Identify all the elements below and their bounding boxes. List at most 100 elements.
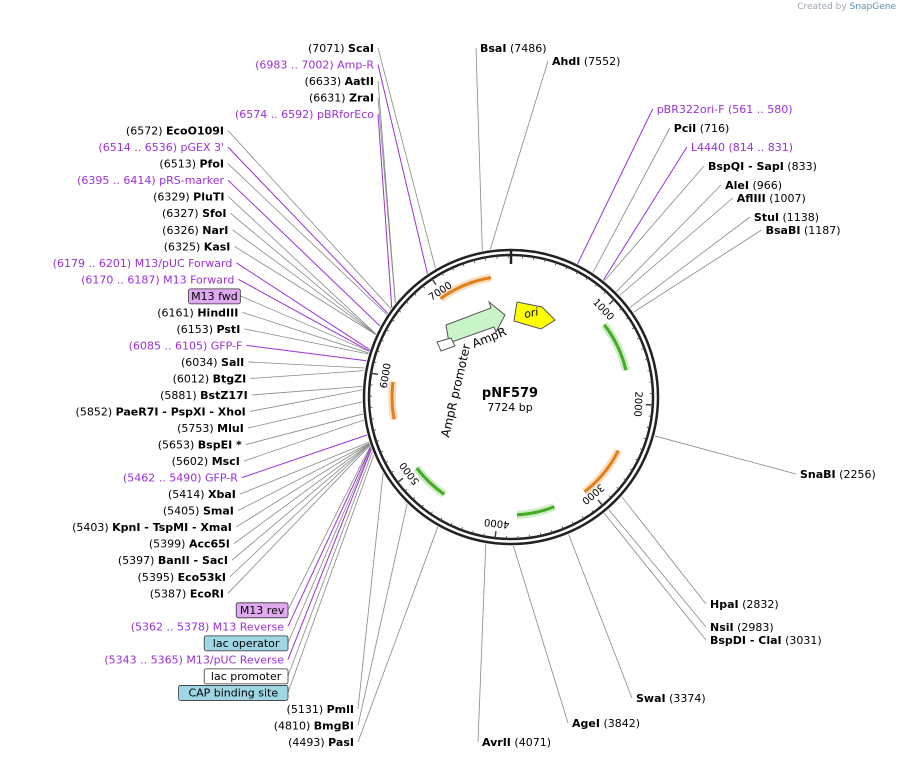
ori-feature-arrow[interactable] [513, 301, 556, 330]
restriction-site-label[interactable]: (6161) HindIII [157, 306, 238, 319]
site-name: ZraI [349, 92, 374, 105]
restriction-site-label[interactable]: (5414) XbaI [168, 488, 236, 501]
restriction-site-label[interactable]: (4493) PasI [288, 736, 354, 749]
site-position: (5131) [287, 703, 324, 716]
restriction-site-label[interactable]: BspQI - SapI (833) [708, 160, 817, 173]
leader-line [377, 47, 436, 269]
primer-label[interactable]: (6170 .. 6187) M13 Forward [81, 273, 234, 286]
leader-line [234, 245, 376, 335]
feature-box[interactable] [188, 288, 241, 305]
primer-label[interactable]: (6179 .. 6201) M13/pUC Forward [53, 257, 233, 270]
site-name: BstZ17I [200, 389, 248, 402]
restriction-site-label[interactable]: (6329) PluTI [153, 191, 224, 204]
primer-label[interactable]: (6514 .. 6536) pGEX 3' [98, 141, 224, 154]
leader-line [229, 444, 371, 578]
restriction-site-label[interactable]: (5403) KpnI - TspMI - XmaI [72, 521, 232, 534]
restriction-site-label[interactable]: PciI (716) [674, 122, 730, 135]
ruler-tick [629, 468, 633, 471]
ruler-tick [494, 531, 497, 539]
primer-label[interactable]: L4440 (814 .. 831) [691, 141, 793, 154]
ampr-feature-arrow[interactable] [445, 300, 506, 344]
restriction-site-label[interactable]: (6572) EcoO109I [126, 125, 224, 138]
ruler-tick [413, 292, 417, 296]
restriction-site-label[interactable]: (4810) BmgBI [274, 719, 354, 732]
ruler-tick [385, 329, 389, 332]
site-position: (3842) [603, 717, 640, 730]
restriction-site-label[interactable]: (5753) MluI [177, 422, 244, 435]
restriction-site-label[interactable]: SnaBI (2256) [800, 468, 876, 481]
restriction-site-label[interactable]: (5881) BstZ17I [160, 389, 248, 402]
restriction-site-label[interactable]: (5131) PmlI [287, 703, 354, 716]
ruler-tick [461, 527, 463, 531]
leader-line [250, 370, 365, 379]
restriction-site-label[interactable]: HpaI (2832) [710, 598, 779, 611]
primer-label[interactable]: (6085 .. 6105) GFP-F [129, 339, 243, 352]
restriction-site-label[interactable]: (5653) BspEI * [158, 439, 242, 452]
restriction-site-label[interactable]: (5405) SmaI [163, 505, 234, 518]
restriction-site-label[interactable]: BspDI - ClaI (3031) [710, 634, 822, 647]
restriction-site-label[interactable]: (6633) AatII [305, 75, 374, 88]
ruler-tick [397, 477, 404, 483]
restriction-site-label[interactable]: AleI (966) [725, 179, 782, 192]
inner-feature-arc[interactable] [439, 276, 492, 300]
site-name: PasI [328, 736, 354, 749]
restriction-site-label[interactable]: (5397) BanII - SacI [118, 554, 228, 567]
restriction-site-label[interactable]: (6513) PfoI [159, 158, 224, 171]
site-position: (1138) [783, 211, 820, 224]
ruler-tick [597, 499, 604, 506]
site-name: HpaI [710, 598, 739, 611]
inner-feature-arc[interactable] [390, 381, 396, 420]
leader-line [227, 163, 388, 315]
restriction-site-label[interactable]: (7071) ScaI [308, 42, 374, 55]
site-name: Eco53kI [178, 571, 226, 584]
feature-box[interactable] [203, 635, 289, 652]
inner-feature-arc-glow [413, 465, 447, 498]
restriction-site-label[interactable]: (5852) PaeR7I - PspXI - XhoI [76, 406, 246, 419]
restriction-site-label[interactable]: NsiI (2983) [710, 621, 774, 634]
restriction-site-label[interactable]: (6327) SfoI [162, 207, 226, 220]
ruler-tick [646, 426, 650, 429]
restriction-site-label[interactable]: (5399) Acc65I [149, 538, 230, 551]
site-position: (2256) [839, 468, 876, 481]
plasmid-name: pNF579 [482, 386, 538, 401]
primer-label[interactable]: (5343 .. 5365) M13/pUC Reverse [104, 653, 284, 666]
site-labels: (7071) ScaI (6983 .. 7002) Amp-R (6633) Aa… [53, 42, 876, 749]
restriction-site-label[interactable]: (6012) BtgZI [173, 372, 247, 385]
site-position: (966) [752, 179, 782, 192]
site-position: (6631) [309, 92, 346, 105]
leader-line [654, 435, 797, 475]
restriction-site-label[interactable]: BsaI (7486) [480, 42, 547, 55]
restriction-site-label[interactable]: AflIII (1007) [737, 192, 806, 205]
restriction-site-label[interactable]: (6034) SalI [181, 356, 244, 369]
site-name: EcoRI [190, 587, 224, 600]
site-position: (6325) [164, 240, 201, 253]
primer-label[interactable]: (6395 .. 6414) pRS-marker [77, 174, 224, 187]
restriction-site-label[interactable]: SwaI (3374) [636, 692, 706, 705]
feature-box[interactable] [178, 685, 289, 701]
primer-label[interactable]: (6574 .. 6592) pBRforEco [235, 108, 374, 121]
inner-feature-arc[interactable] [516, 505, 555, 517]
primer-label[interactable]: (6983 .. 7002) Amp-R [255, 59, 374, 72]
restriction-site-label[interactable]: (5387) EcoRI [150, 587, 224, 600]
restriction-site-label[interactable]: AhdI (7552) [552, 55, 620, 68]
primer-label[interactable]: (5462 .. 5490) GFP-R [123, 472, 238, 485]
inner-feature-arc[interactable] [583, 449, 620, 493]
restriction-site-label[interactable]: BsaBI (1187) [766, 224, 841, 237]
restriction-site-label[interactable]: (5395) Eco53kI [138, 571, 226, 584]
restriction-site-label[interactable]: (6325) KasI [164, 240, 231, 253]
feature-box[interactable] [235, 602, 289, 619]
ruler-tick [581, 516, 585, 520]
restriction-site-label[interactable]: StuI (1138) [754, 211, 819, 224]
primer-label[interactable]: (5362 .. 5378) M13 Reverse [131, 620, 284, 633]
restriction-site-label[interactable]: (6631) ZraI [309, 92, 374, 105]
restriction-site-label[interactable]: (6153) PstI [176, 323, 240, 336]
inner-feature-arc[interactable] [603, 323, 628, 371]
inner-feature-arc[interactable] [415, 467, 446, 496]
primer-label[interactable]: pBR322ori-F (561 .. 580) [657, 103, 793, 116]
ampr-promoter-arrow[interactable] [436, 337, 456, 352]
restriction-site-label[interactable]: AgeI (3842) [572, 717, 640, 730]
restriction-site-label[interactable]: AvrII (4071) [482, 736, 551, 749]
feature-box[interactable] [203, 668, 289, 685]
restriction-site-label[interactable]: (6326) NarI [162, 224, 228, 237]
restriction-site-label[interactable]: (5602) MscI [172, 455, 240, 468]
